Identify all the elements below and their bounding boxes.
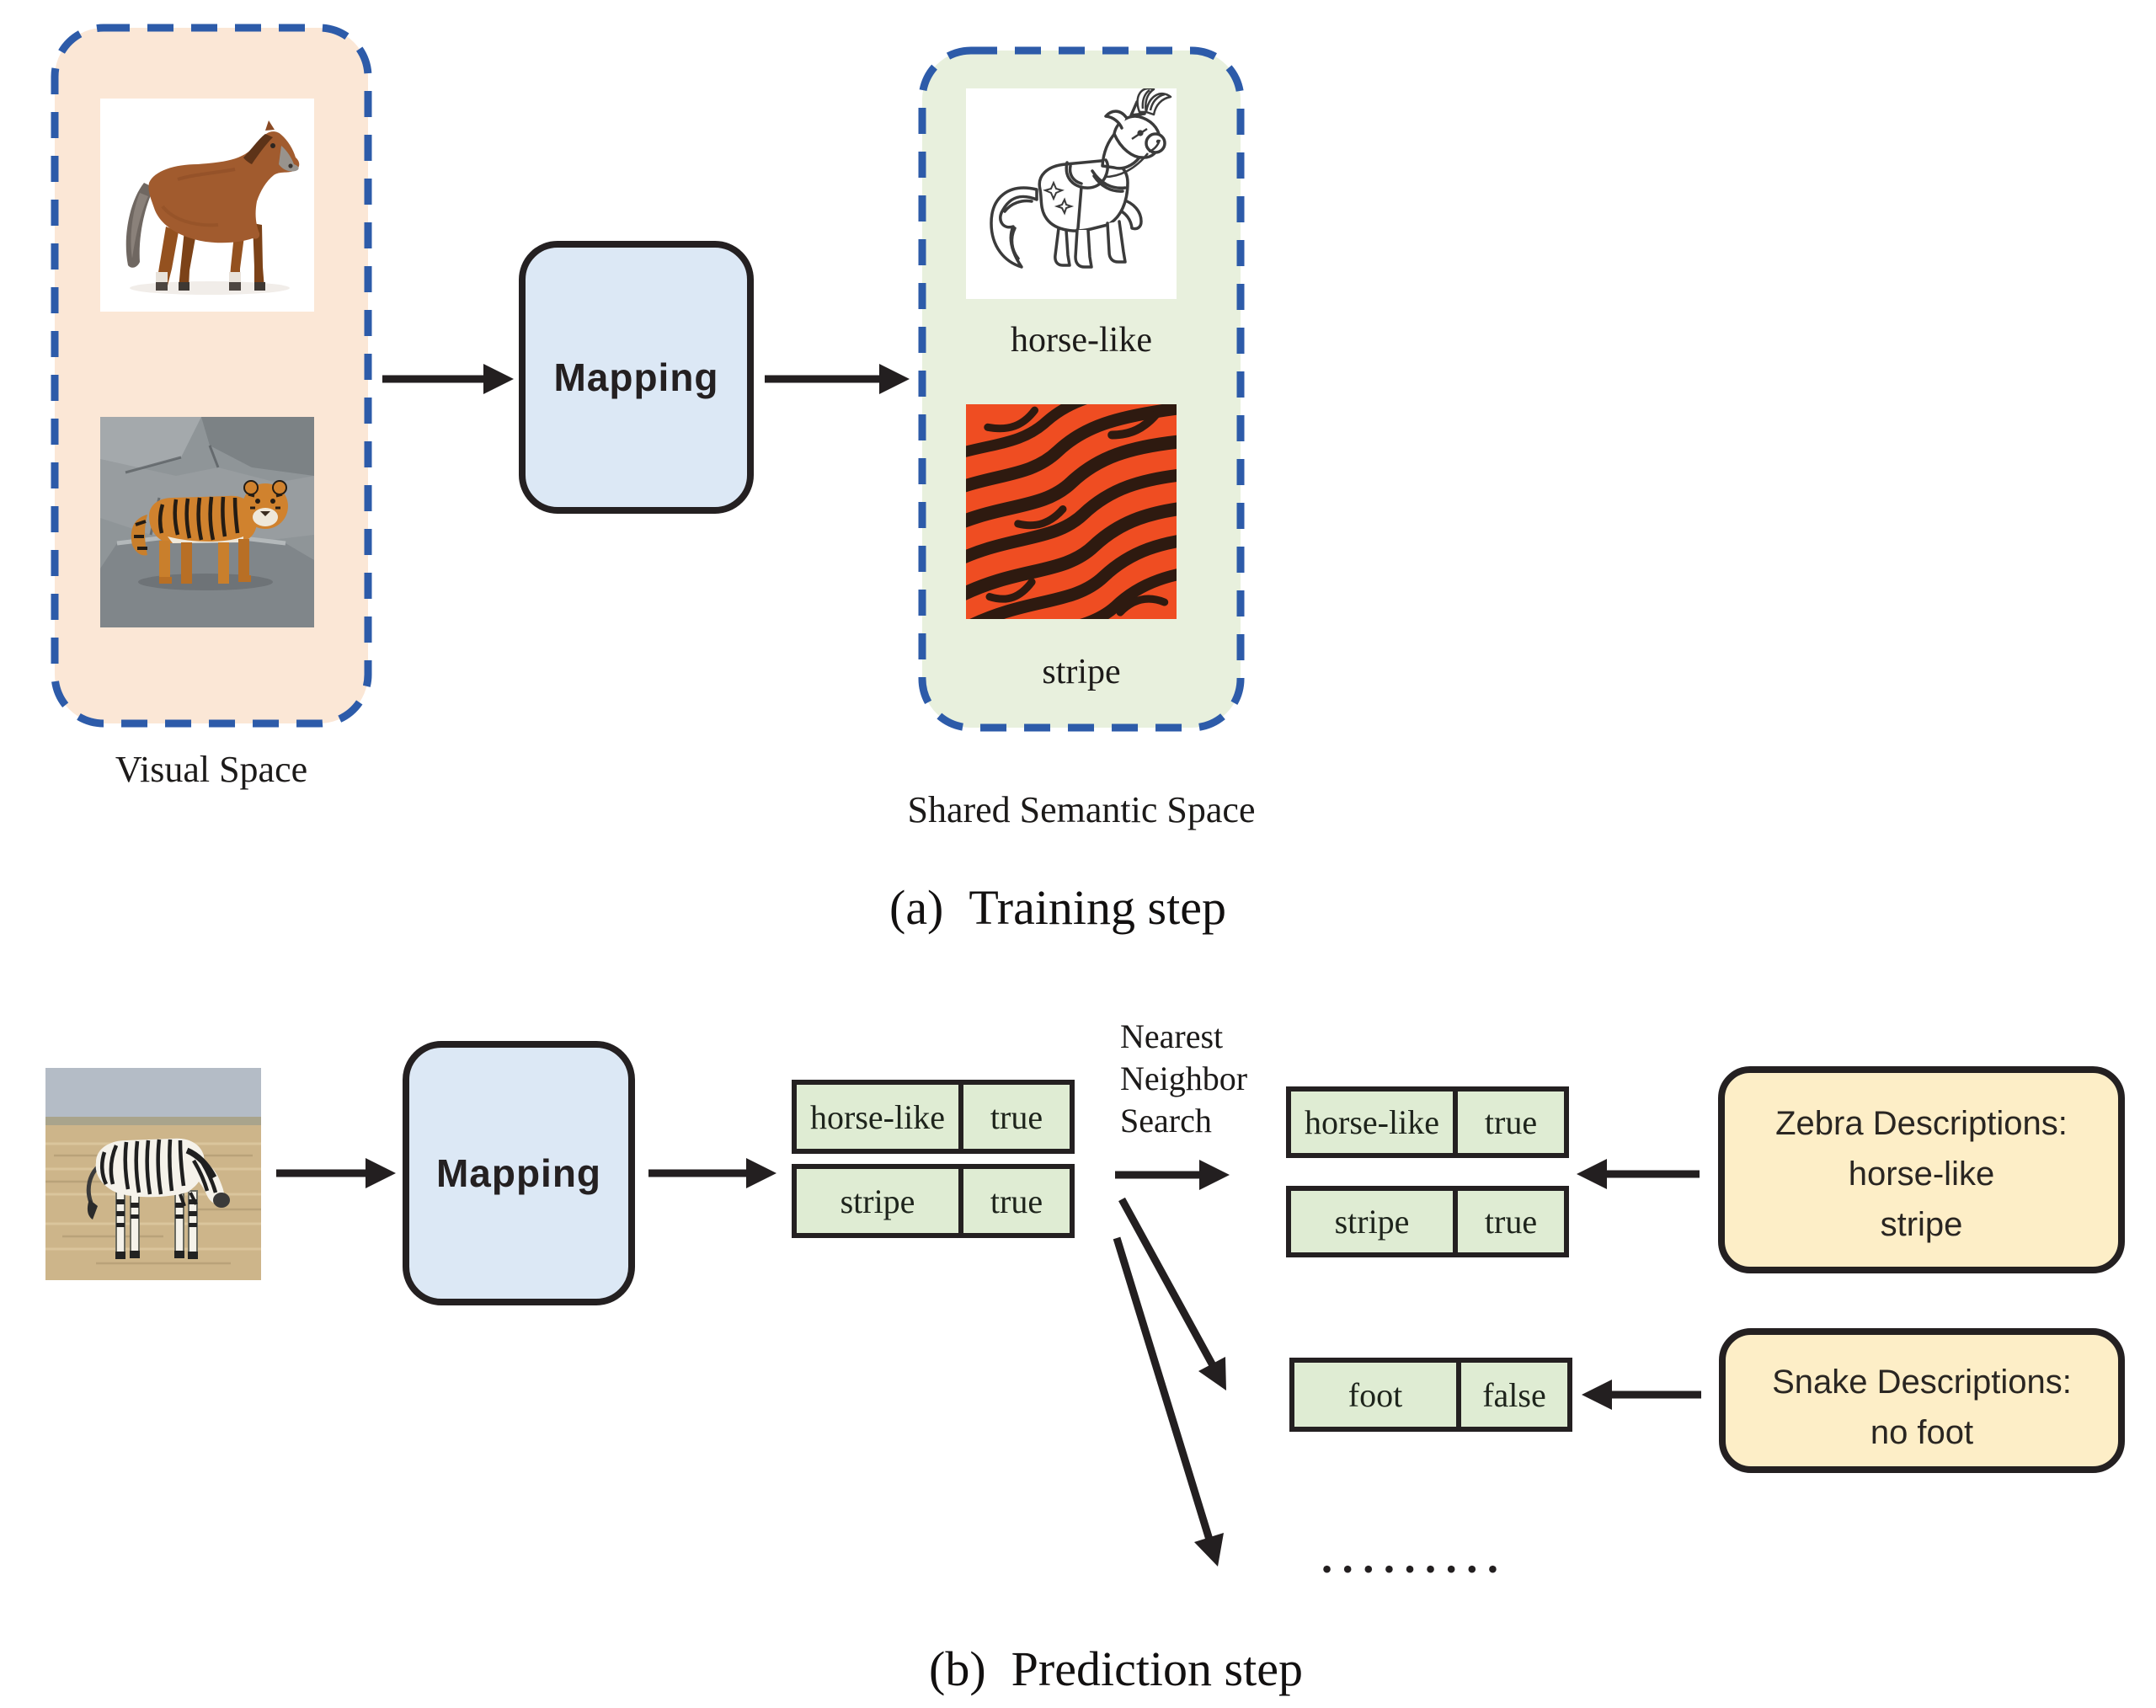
arrow-nns-to-more-candidates	[1113, 1236, 1224, 1567]
nearest-neighbor-search-label: Nearest Neighbor Search	[1120, 1016, 1247, 1142]
arrow-zebra-to-mapping	[276, 1158, 396, 1188]
more-candidates-ellipsis: •••••••••	[1321, 1552, 1508, 1586]
semantic-space-label: Shared Semantic Space	[907, 789, 1256, 830]
predicted-attr-2: stripe	[840, 1182, 915, 1220]
semantic-attr2-label: stripe	[1042, 653, 1121, 691]
tiger-photo-icon	[100, 417, 314, 627]
predicted-row-stripe: stripe true	[792, 1164, 1075, 1238]
snake-descriptions-title: Snake Descriptions:	[1772, 1364, 2072, 1401]
nns-line-3: Search	[1120, 1102, 1212, 1140]
predicted-attr-1: horse-like	[810, 1097, 945, 1136]
snake-descriptions-line-1: no foot	[1870, 1414, 1974, 1451]
snake-candidate-attr: foot	[1348, 1375, 1403, 1414]
caption-a-text: Training step	[969, 880, 1226, 935]
zebra-candidate-row-stripe: stripe true	[1286, 1186, 1569, 1257]
caption-a-index: (a)	[889, 880, 944, 935]
zebra-descriptions-line-1: horse-like	[1848, 1156, 1995, 1193]
mapping-label-training: Mapping	[553, 355, 719, 399]
visual-space-label: Visual Space	[115, 749, 308, 790]
stripe-pattern-icon	[966, 404, 1177, 619]
arrow-zebra-descriptions-to-candidate	[1577, 1159, 1700, 1189]
caption-prediction: (b) Prediction step	[775, 1641, 1457, 1697]
nns-line-2: Neighbor	[1120, 1059, 1248, 1097]
semantic-attr1-label: horse-like	[1011, 321, 1152, 360]
zebra-descriptions-title: Zebra Descriptions:	[1775, 1105, 2068, 1142]
zebra-photo-icon	[45, 1068, 261, 1280]
zebra-candidate-value-1: true	[1453, 1092, 1564, 1153]
zebra-candidate-value-2: true	[1453, 1191, 1564, 1252]
mapping-label-prediction: Mapping	[435, 1151, 602, 1195]
arrow-nns-to-snake-candidate	[1118, 1197, 1226, 1390]
predicted-value-1: true	[958, 1085, 1070, 1149]
predicted-value-2: true	[958, 1169, 1070, 1233]
snake-descriptions-box: Snake Descriptions: no foot	[1719, 1328, 2125, 1473]
snake-candidate-row-foot: foot false	[1289, 1358, 1572, 1432]
arrow-mapping-to-semantic	[765, 364, 910, 394]
zebra-candidate-attr-2: stripe	[1334, 1203, 1410, 1241]
mapping-box-training: Mapping	[519, 241, 754, 514]
predicted-row-horse-like: horse-like true	[792, 1080, 1075, 1154]
horse-photo-icon	[100, 99, 314, 312]
caption-training: (a) Training step	[716, 879, 1400, 936]
zebra-candidate-row-horse-like: horse-like true	[1286, 1086, 1569, 1158]
arrow-visual-to-mapping	[382, 364, 514, 394]
arrow-mapping-to-predictions	[648, 1158, 776, 1188]
pony-drawing-icon	[966, 88, 1177, 299]
zebra-descriptions-box: Zebra Descriptions: horse-like stripe	[1718, 1066, 2125, 1273]
nns-line-1: Nearest	[1120, 1017, 1224, 1055]
caption-b-index: (b)	[929, 1641, 986, 1696]
zebra-descriptions-line-2: stripe	[1880, 1206, 1963, 1243]
zebra-candidate-attr-1: horse-like	[1305, 1103, 1439, 1141]
mapping-box-prediction: Mapping	[403, 1041, 635, 1305]
arrow-snake-descriptions-to-candidate	[1582, 1380, 1701, 1410]
caption-b-text: Prediction step	[1011, 1641, 1303, 1696]
arrow-nns-to-zebra-candidate	[1115, 1160, 1230, 1190]
snake-candidate-value: false	[1456, 1363, 1567, 1427]
